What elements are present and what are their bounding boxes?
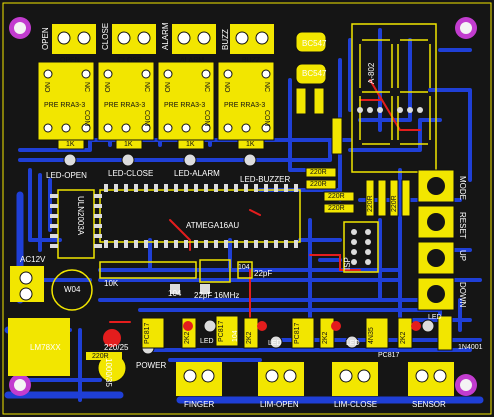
relay-name-buzz: BUZZ bbox=[242, 57, 261, 64]
relay-pin-no-3: NO bbox=[163, 82, 170, 93]
relay-pin-com-4: COM bbox=[263, 110, 270, 127]
relay-resistor-4: 1K bbox=[246, 141, 255, 148]
relay-resistor-2: 1K bbox=[124, 141, 133, 148]
relay-part-4: PRE RRA3-3 bbox=[224, 102, 266, 109]
transistor-label-2: BC547 bbox=[302, 69, 327, 78]
relay-pin-com-1: COM bbox=[83, 110, 90, 127]
driver-label: ULN2003A bbox=[76, 196, 85, 236]
resistor-220r-d: 220R bbox=[328, 205, 345, 212]
relay-pin-no-4: NO bbox=[223, 82, 230, 93]
led-label-in-2: LED bbox=[268, 340, 282, 347]
transistor-label-1: BC547 bbox=[302, 39, 327, 48]
pc817-label-2: PC817 bbox=[218, 320, 225, 342]
relay-pin-nc-3: NC bbox=[203, 82, 210, 93]
resistor-220r-f: 220R bbox=[391, 195, 398, 212]
k2-label-1: 2K2 bbox=[184, 331, 191, 344]
relay-part-1: PRE RRA3-3 bbox=[44, 102, 86, 109]
relay-pin-nc-2: NC bbox=[143, 82, 150, 93]
resistor-220r-a: 220R bbox=[310, 169, 327, 176]
relay-name-open: OPEN bbox=[60, 57, 80, 64]
r104-label: 104 bbox=[232, 330, 239, 342]
relay-pin-no-2: NO bbox=[103, 82, 110, 93]
display-label: A-802 bbox=[367, 62, 376, 84]
mcu-label: ATMEGA16AU bbox=[186, 221, 240, 230]
cap-22pf-b-label: 22pF bbox=[254, 269, 273, 278]
cap-220-label: 220/25 bbox=[104, 343, 129, 352]
relay-resistor-3: 1K bbox=[186, 141, 195, 148]
button-label-reset: RESET bbox=[458, 212, 467, 239]
led-label-in-3: LED bbox=[346, 340, 360, 347]
k2-label-2: 2K2 bbox=[246, 331, 253, 344]
cap-104-label: 104 bbox=[168, 289, 182, 298]
input-label-finger: FINGER bbox=[184, 400, 215, 409]
relay-part-2: PRE RRA3-3 bbox=[104, 102, 146, 109]
led-label-in-1: LED bbox=[200, 338, 214, 345]
pc817-label-1: PC817 bbox=[144, 322, 151, 344]
relay-part-3: PRE RRA3-3 bbox=[164, 102, 206, 109]
reset-resistor-label: 10K bbox=[104, 279, 119, 288]
power-led-label: POWER bbox=[136, 361, 167, 370]
led-label-buzzer: LED-BUZZER bbox=[240, 175, 291, 184]
regulator-label: LM78XX bbox=[30, 343, 61, 352]
isp-label: ISP bbox=[343, 257, 352, 270]
cap-104-b-label: 104 bbox=[238, 264, 250, 271]
relay-pin-nc-1: NC bbox=[83, 82, 90, 93]
bridge-label: W04 bbox=[64, 285, 81, 294]
button-label-mode: MODE bbox=[458, 176, 467, 200]
led-label-close: LED-CLOSE bbox=[108, 169, 154, 178]
relay-top-label-close: CLOSE bbox=[101, 22, 110, 50]
relay-pin-com-3: COM bbox=[203, 110, 210, 127]
k2-label-4: 2K2 bbox=[400, 331, 407, 344]
relay-top-label-buzz: BUZZ bbox=[221, 29, 230, 50]
relay-pin-com-2: COM bbox=[143, 110, 150, 127]
relay-top-label-open: OPEN bbox=[41, 27, 50, 50]
led-label-open: LED-OPEN bbox=[46, 171, 87, 180]
ac-input-label: AC12V bbox=[20, 255, 46, 264]
k2-label-3: 2K2 bbox=[322, 331, 329, 344]
relay-pin-nc-4: NC bbox=[263, 82, 270, 93]
diode-label: 1N4001 bbox=[458, 344, 483, 351]
resistor-220r-c: 220R bbox=[328, 193, 345, 200]
r4n-label: 4N35 bbox=[368, 327, 375, 344]
cap-1000-label: 1000/35 bbox=[104, 358, 113, 387]
input-label-lim-close: LIM-CLOSE bbox=[334, 400, 378, 409]
resistor-220r-e: 220R bbox=[367, 195, 374, 212]
relay-pin-no-1: NO bbox=[43, 82, 50, 93]
pc817-text: PC817 bbox=[378, 352, 400, 359]
crystal-freq-label: 16MHz bbox=[214, 291, 240, 300]
pc817-label-3: PC817 bbox=[294, 322, 301, 344]
led-label-in-4: LED bbox=[428, 314, 442, 321]
button-label-down: DOWN bbox=[458, 282, 467, 308]
led-label-alarm: LED-ALARM bbox=[174, 169, 220, 178]
input-label-sensor: SENSOR bbox=[412, 400, 446, 409]
relay-name-close: CLOSE bbox=[118, 57, 142, 64]
button-label-up: UP bbox=[458, 250, 467, 262]
relay-top-label-alarm: ALARM bbox=[161, 22, 170, 50]
relay-resistor-1: 1K bbox=[66, 141, 75, 148]
cap-22pf-a-label: 22pF bbox=[194, 291, 213, 300]
power-res-label: 220R bbox=[92, 353, 109, 360]
input-label-lim-open: LIM-OPEN bbox=[260, 400, 299, 409]
resistor-220r-b: 220R bbox=[310, 181, 327, 188]
relay-name-alarm: ALARM bbox=[180, 57, 205, 64]
